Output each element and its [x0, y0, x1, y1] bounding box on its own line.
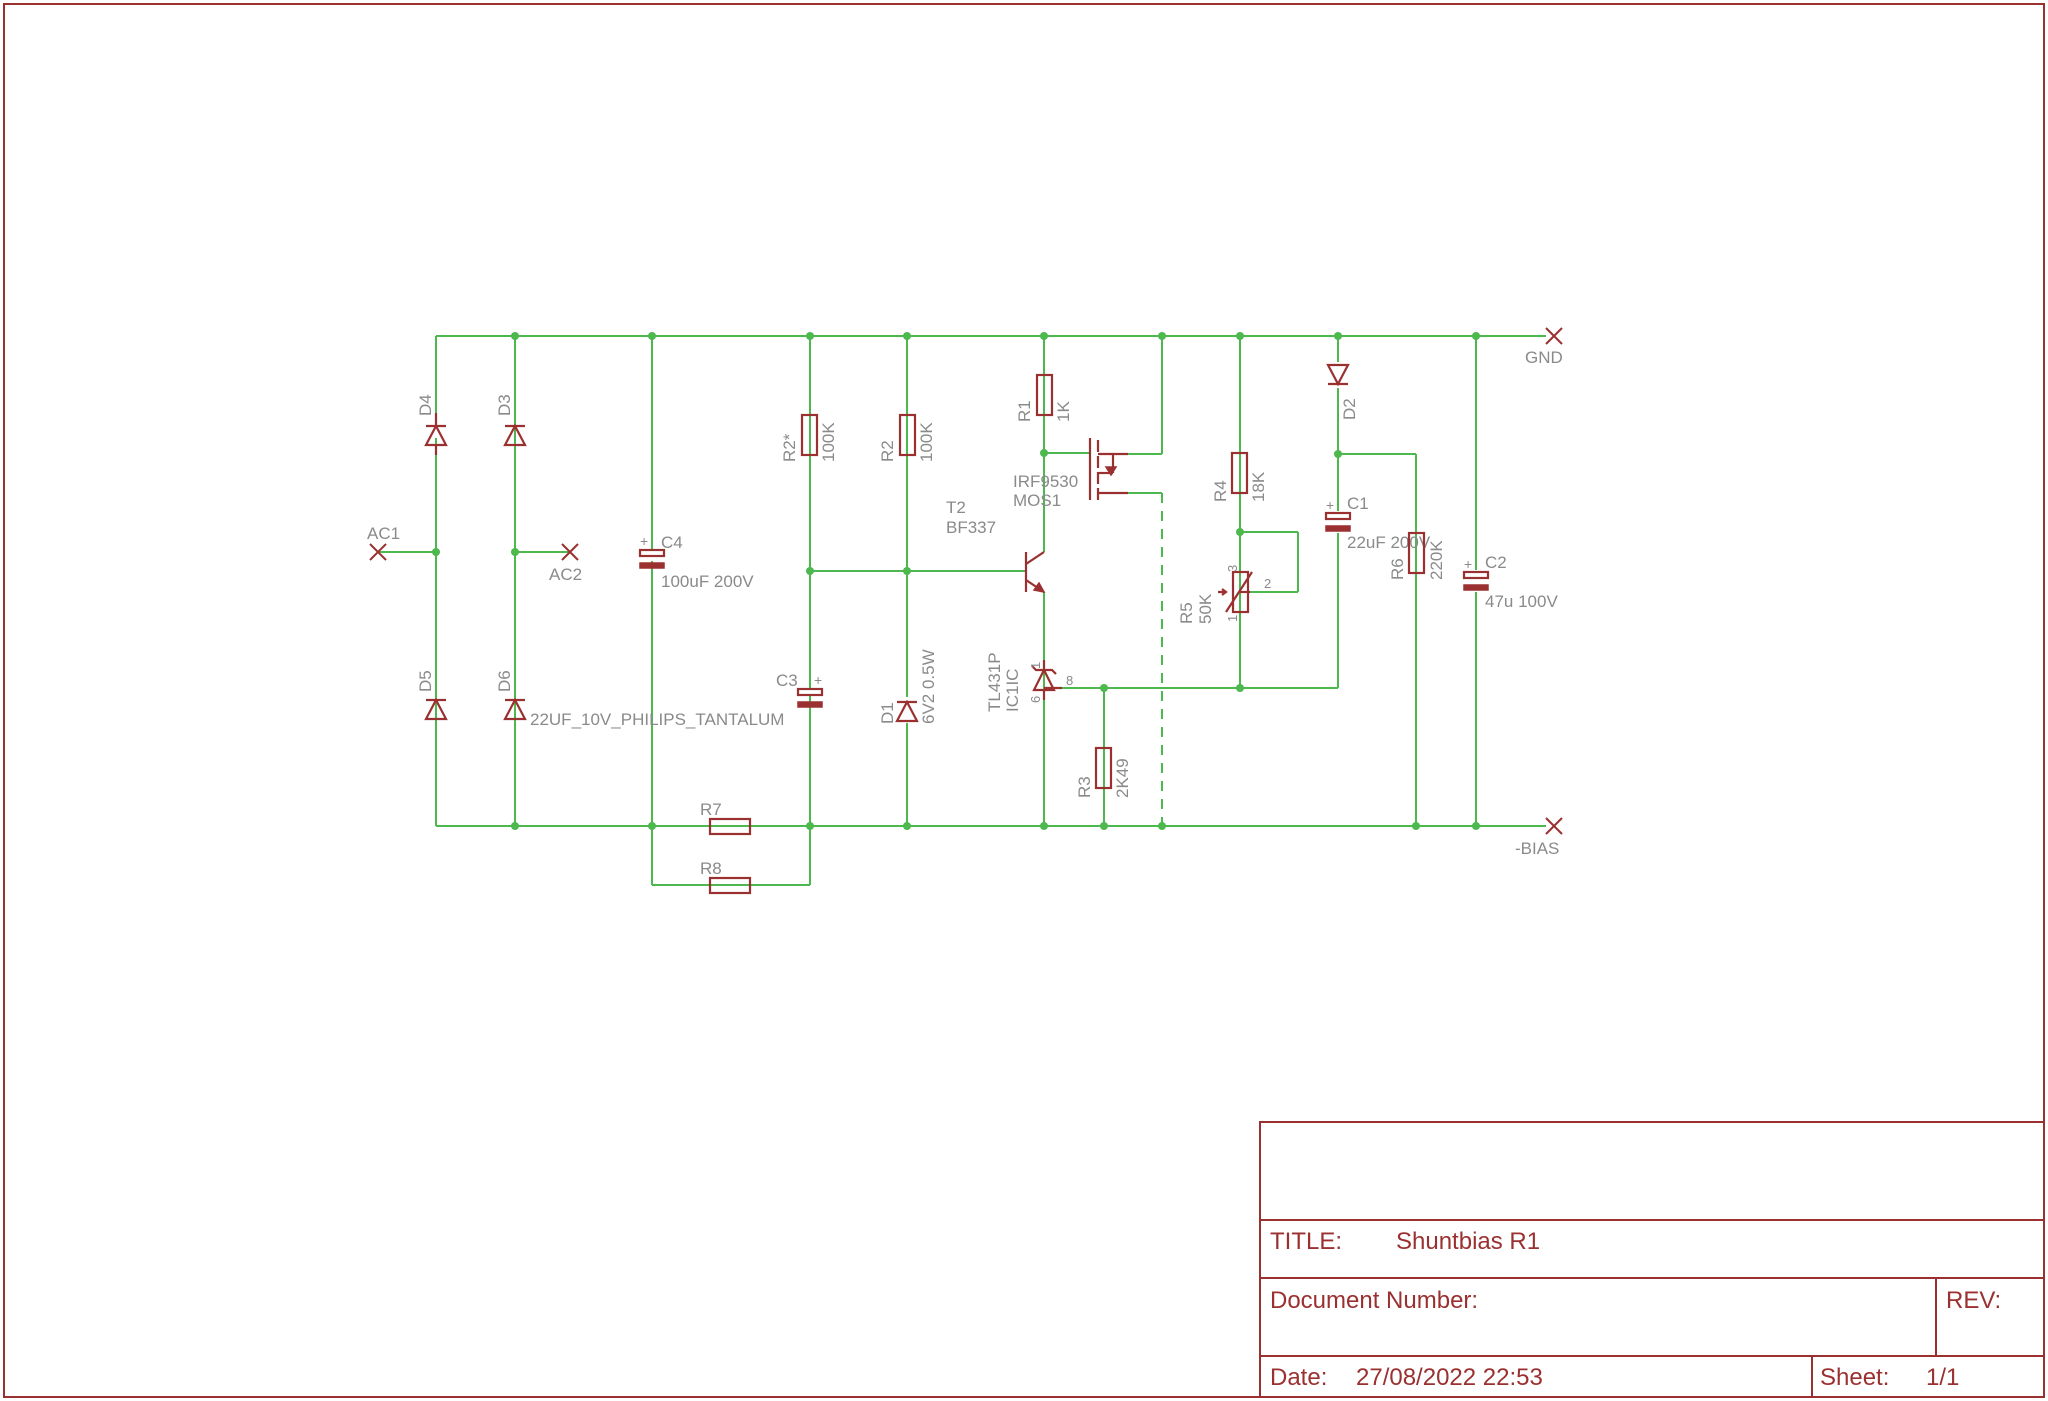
port-ac1-label: AC1 [367, 524, 400, 543]
capacitor-c3: + C3 22UF_10V_PHILIPS_TANTALUM [530, 671, 824, 729]
resistor-r8: R8 [700, 859, 752, 895]
diode-d2: D2 [1326, 362, 1359, 420]
capacitor-c2: + C2 47u 100V [1462, 553, 1558, 611]
capacitor-c4: + C4 100uF 200V [636, 533, 754, 591]
port-bias: -BIAS [1515, 817, 1563, 858]
d4-label: D4 [416, 394, 435, 416]
svg-text:2: 2 [1264, 576, 1271, 591]
r5-value: 50K [1196, 593, 1215, 624]
port-gnd-label: GND [1525, 348, 1563, 367]
document-number-label: Document Number: [1270, 1287, 1478, 1314]
r5-name: R5 [1177, 602, 1196, 624]
wires [378, 335, 1546, 886]
r1-name: R1 [1015, 400, 1034, 422]
t2-value: BF337 [946, 518, 996, 537]
r2-name: R2 [878, 440, 897, 462]
r2-star-value: 100K [819, 422, 838, 462]
svg-text:3: 3 [1225, 565, 1240, 572]
d5-label: D5 [416, 670, 435, 692]
diode-d4: D4 [416, 394, 448, 455]
svg-text:+: + [640, 533, 648, 549]
resistor-r6: R6 220K [1388, 531, 1446, 580]
resistor-r7: R7 [700, 800, 752, 836]
c2-name: C2 [1485, 553, 1507, 572]
c3-name: C3 [776, 671, 798, 690]
svg-text:6: 6 [1028, 696, 1043, 703]
c4-value: 100uF 200V [661, 572, 754, 591]
drawing-frame [3, 3, 2045, 1398]
title-value: Shuntbias R1 [1396, 1228, 1540, 1255]
diode-d6: D6 [495, 670, 527, 721]
svg-text:+: + [1326, 497, 1334, 513]
r6-value: 220K [1427, 540, 1446, 580]
c4-name: C4 [661, 533, 683, 552]
r6-name: R6 [1388, 558, 1407, 580]
mos1-value: IRF9530 [1013, 472, 1078, 491]
r4-name: R4 [1211, 480, 1230, 502]
c3-value: 22UF_10V_PHILIPS_TANTALUM [530, 710, 784, 729]
diode-d5: D5 [416, 670, 448, 721]
r7-name: R7 [700, 800, 722, 819]
revision-label: REV: [1946, 1287, 2001, 1314]
mos1-name: MOS1 [1013, 491, 1061, 510]
sheet-label: Sheet: [1820, 1364, 1889, 1391]
svg-text:1: 1 [1225, 615, 1240, 622]
d2-name: D2 [1340, 398, 1359, 420]
svg-text:+: + [814, 672, 822, 688]
port-bias-label: -BIAS [1515, 839, 1559, 858]
resistor-r2-star: R2* 100K [780, 413, 838, 462]
r3-name: R3 [1075, 776, 1094, 798]
capacitor-c1: + C1 22uF 200V [1324, 494, 1431, 552]
d1-name: D1 [878, 702, 897, 724]
shunt-regulator-ic1: TL431P IC1IC 1 6 8 [985, 652, 1073, 712]
title-label: TITLE: [1270, 1228, 1342, 1255]
date-value: 27/08/2022 22:53 [1356, 1364, 1543, 1391]
junctions [432, 332, 1480, 830]
r2-value: 100K [917, 422, 936, 462]
date-label: Date: [1270, 1364, 1327, 1391]
resistor-r4: R4 18K [1211, 451, 1268, 502]
sheet-value: 1/1 [1926, 1364, 1959, 1391]
r2-star-name: R2* [780, 433, 799, 462]
port-ac1: AC1 [367, 524, 400, 561]
svg-text:8: 8 [1066, 673, 1073, 688]
ic1-name: IC1IC [1003, 669, 1022, 712]
zener-d1: D1 6V2 0.5W [878, 649, 938, 724]
c2-value: 47u 100V [1485, 592, 1558, 611]
resistor-r3: R3 2K49 [1075, 746, 1132, 798]
d1-value: 6V2 0.5W [919, 649, 938, 724]
d3-label: D3 [495, 394, 514, 416]
r1-value: 1K [1054, 401, 1073, 422]
port-ac2-label: AC2 [549, 565, 582, 584]
svg-text:+: + [1464, 556, 1472, 572]
ic1-value: TL431P [985, 652, 1004, 712]
c1-name: C1 [1347, 494, 1369, 513]
diode-d3: D3 [495, 394, 527, 447]
t2-name: T2 [946, 498, 966, 517]
r4-value: 18K [1249, 471, 1268, 502]
r8-name: R8 [700, 859, 722, 878]
port-ac2: AC2 [549, 543, 582, 584]
title-block: TITLE: Shuntbias R1 Document Number: REV… [1259, 1121, 2045, 1398]
svg-text:1: 1 [1028, 662, 1043, 669]
c1-value: 22uF 200V [1347, 533, 1431, 552]
resistor-r1: R1 1K [1015, 373, 1073, 422]
r3-value: 2K49 [1113, 758, 1132, 798]
trimmer-r5: R5 50K 1 2 3 [1177, 565, 1271, 624]
port-gnd: GND [1525, 327, 1563, 367]
d6-label: D6 [495, 670, 514, 692]
transistor-t2: T2 BF337 [946, 498, 1046, 594]
mosfet-mos1: IRF9530 MOS1 [1013, 438, 1128, 510]
resistor-r2: R2 100K [878, 413, 936, 462]
